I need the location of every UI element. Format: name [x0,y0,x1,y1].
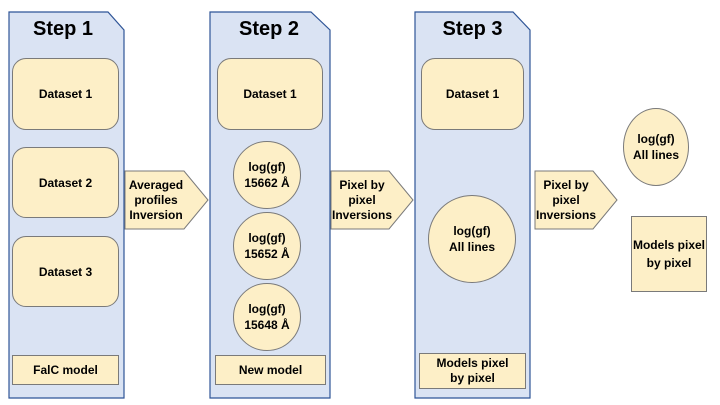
step1-dataset-3: Dataset 3 [12,236,119,307]
circle-text-bottom: 15648 Å [244,318,290,332]
result-loggf-circle: log(gf) All lines [623,108,689,186]
step1-dataset-1: Dataset 1 [12,58,119,130]
step3-footer: Models pixel by pixel [419,353,526,389]
arrow3-line: pixel [552,193,580,207]
result-models-box: Models pixel by pixel [631,216,707,292]
arrow3-line: Pixel by [543,178,589,192]
circle-text-top: log(gf) [248,160,286,174]
arrow2-line: pixel [348,193,376,207]
arrow2-label: Pixel by pixel Inversions [331,178,393,223]
step2-loggf-circle-3: log(gf) 15648 Å [233,283,301,351]
arrow1-shape [124,170,209,230]
step2-loggf-circle-2: log(gf) 15652 Å [233,212,301,280]
arrow1-line: Inversion [129,208,183,222]
circle-text-bottom: 15652 Å [244,247,290,261]
arrow3-shape [534,170,618,230]
circle-text-top: log(gf) [453,224,491,238]
step3-footer-line: by pixel [450,371,495,385]
arrow2-line: Pixel by [339,178,385,192]
step3-loggf-circle: log(gf) All lines [428,195,516,283]
arrow1-label: Averaged profiles Inversion [125,178,187,223]
step3-title: Step 3 [442,18,503,40]
circle-text-bottom: 15662 Å [244,176,290,190]
step2-footer: New model [215,355,326,385]
step3-dataset-1: Dataset 1 [421,58,524,130]
arrow1-line: profiles [134,193,178,207]
circle-text-bottom: All lines [448,240,495,254]
arrow2-line: Inversions [331,208,393,222]
circle-text-top: log(gf) [637,132,675,146]
circle-text-bottom: All lines [632,148,679,162]
step1-dataset-2: Dataset 2 [12,147,119,218]
arrow2-shape [330,170,414,230]
step2-title: Step 2 [238,18,300,40]
arrow3-label: Pixel by pixel Inversions [535,178,597,223]
step2-loggf-circle-1: log(gf) 15662 Å [233,141,301,209]
arrow3-line: Inversions [535,208,597,222]
result-box-line: Models pixel [632,238,706,252]
circle-text-top: log(gf) [248,302,286,316]
circle-text-top: log(gf) [248,231,286,245]
step1-footer: FalC model [12,355,119,385]
step1-title: Step 1 [32,18,94,40]
step3-footer-line: Models pixel [436,356,509,370]
result-box-line: by pixel [646,256,692,270]
step2-dataset-1: Dataset 1 [217,58,323,130]
arrow1-line: Averaged [128,178,184,192]
